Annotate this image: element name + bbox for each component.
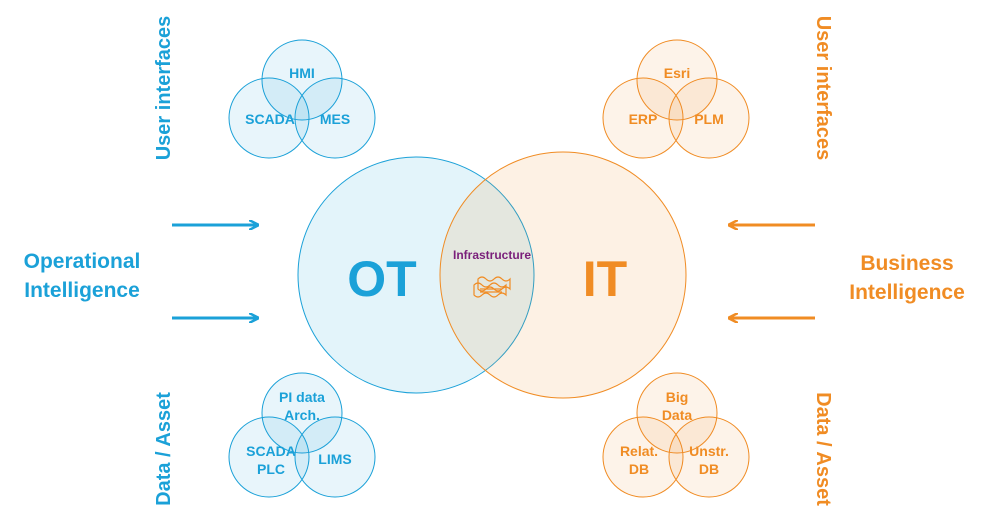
right-ui-cluster: Esri ERP PLM (602, 39, 750, 159)
pi-data-label-line2: Arch. (284, 407, 320, 423)
scada-plc-label-line1: SCADA (246, 443, 296, 459)
hmi-label: HMI (289, 65, 315, 81)
right-user-interfaces-label: User interfaces (812, 16, 834, 161)
it-label: IT (583, 251, 627, 307)
left-data-asset-label: Data / Asset (153, 392, 175, 506)
operational-intelligence-line2: Intelligence (24, 279, 140, 302)
erp-circle (602, 77, 684, 159)
business-intelligence-line1: Business (860, 252, 953, 275)
left-ui-cluster: HMI SCADA MES (228, 39, 376, 159)
mes-circle (294, 77, 376, 159)
scada-label: SCADA (245, 111, 295, 127)
unstr-db-label-line2: DB (699, 461, 719, 477)
hmi-circle (261, 39, 343, 121)
relat-db-label-line2: DB (629, 461, 649, 477)
mes-label: MES (320, 111, 350, 127)
left-user-interfaces-label: User interfaces (153, 16, 175, 161)
right-data-cluster: Big Data Relat. DB Unstr. DB (602, 372, 750, 498)
infrastructure-label: Infrastructure (453, 248, 531, 262)
it-circle (439, 151, 687, 399)
lims-circle (294, 416, 376, 498)
server-rack-icon (473, 276, 511, 298)
erp-label: ERP (629, 111, 658, 127)
operational-intelligence-line1: Operational (24, 250, 141, 273)
unstr-db-circle (668, 416, 750, 498)
unstr-db-label-line1: Unstr. (689, 443, 729, 459)
plm-label: PLM (694, 111, 724, 127)
pi-data-circle (261, 372, 343, 454)
big-data-circle (636, 372, 718, 454)
scada-circle (228, 77, 310, 159)
ot-label: OT (347, 251, 416, 307)
esri-circle (636, 39, 718, 121)
big-data-label-line2: Data (662, 407, 693, 423)
business-intelligence-line2: Intelligence (849, 281, 965, 304)
scada-plc-circle (228, 416, 310, 498)
left-data-cluster: PI data Arch. SCADA PLC LIMS (228, 372, 376, 498)
ot-circle (297, 156, 535, 394)
pi-data-label-line1: PI data (279, 389, 325, 405)
scada-plc-label-line2: PLC (257, 461, 285, 477)
right-data-asset-label: Data / Asset (812, 392, 834, 506)
big-data-label-line1: Big (666, 389, 689, 405)
esri-label: Esri (664, 65, 690, 81)
relat-db-circle (602, 416, 684, 498)
lims-label: LIMS (318, 451, 351, 467)
plm-circle (668, 77, 750, 159)
relat-db-label-line1: Relat. (620, 443, 658, 459)
